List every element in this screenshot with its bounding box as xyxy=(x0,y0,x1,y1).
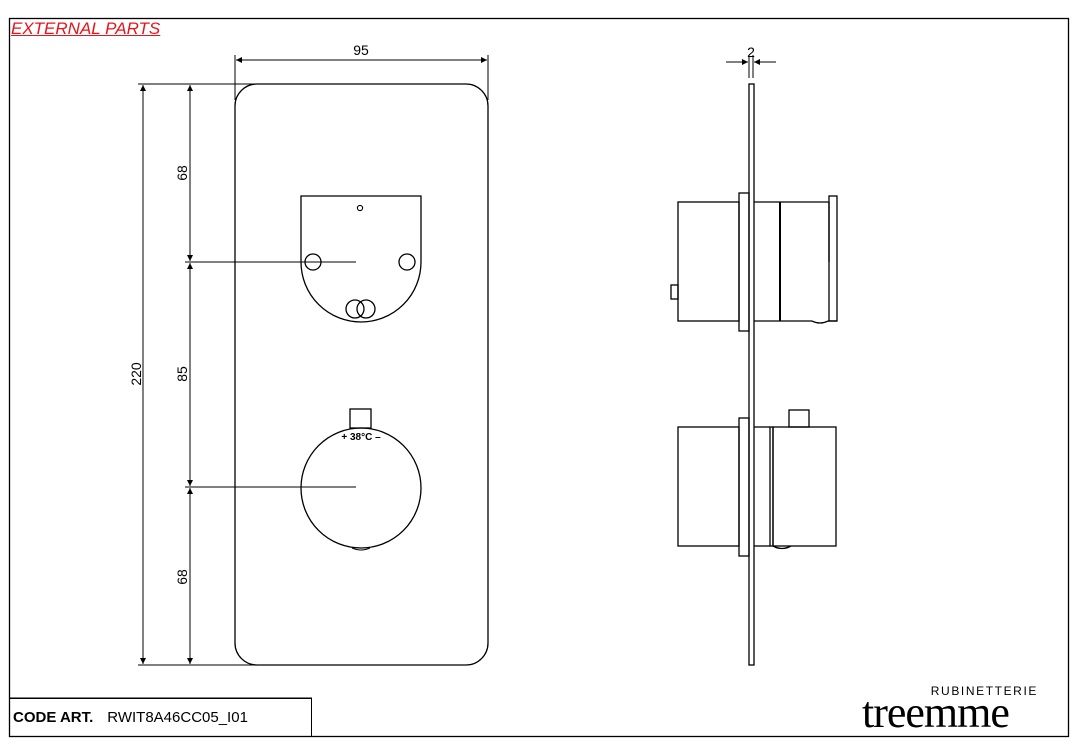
dim-overall-220: 220 xyxy=(128,362,144,386)
code-label: CODE ART. xyxy=(13,709,94,726)
thermostat-tab xyxy=(349,408,372,429)
dim-thickness-2: 2 xyxy=(747,44,755,60)
side-view xyxy=(670,55,838,666)
brand-logo: RUBINETTERIE treemme xyxy=(858,684,1038,737)
thermostat-knob xyxy=(300,427,422,549)
front-view xyxy=(138,55,489,666)
diverter-shield xyxy=(300,195,422,323)
section-title: EXTERNAL PARTS xyxy=(11,19,161,38)
thermostat-marking: + 38°C – xyxy=(341,432,381,443)
dim-width-95: 95 xyxy=(353,42,369,58)
dim-spacing-85: 85 xyxy=(174,366,190,382)
faceplate-outline xyxy=(234,83,489,666)
brand-subtitle: RUBINETTERIE xyxy=(930,684,1038,698)
brand-name: treemme xyxy=(862,688,1010,737)
side-plate xyxy=(748,83,755,666)
dim-bottom-68: 68 xyxy=(174,569,190,585)
title-block-code: CODE ART. RWIT8A46CC05_I01 xyxy=(9,698,312,736)
dim-top-68: 68 xyxy=(174,165,190,181)
sheet-border xyxy=(8,17,1070,738)
code-value: RWIT8A46CC05_I01 xyxy=(107,709,248,726)
